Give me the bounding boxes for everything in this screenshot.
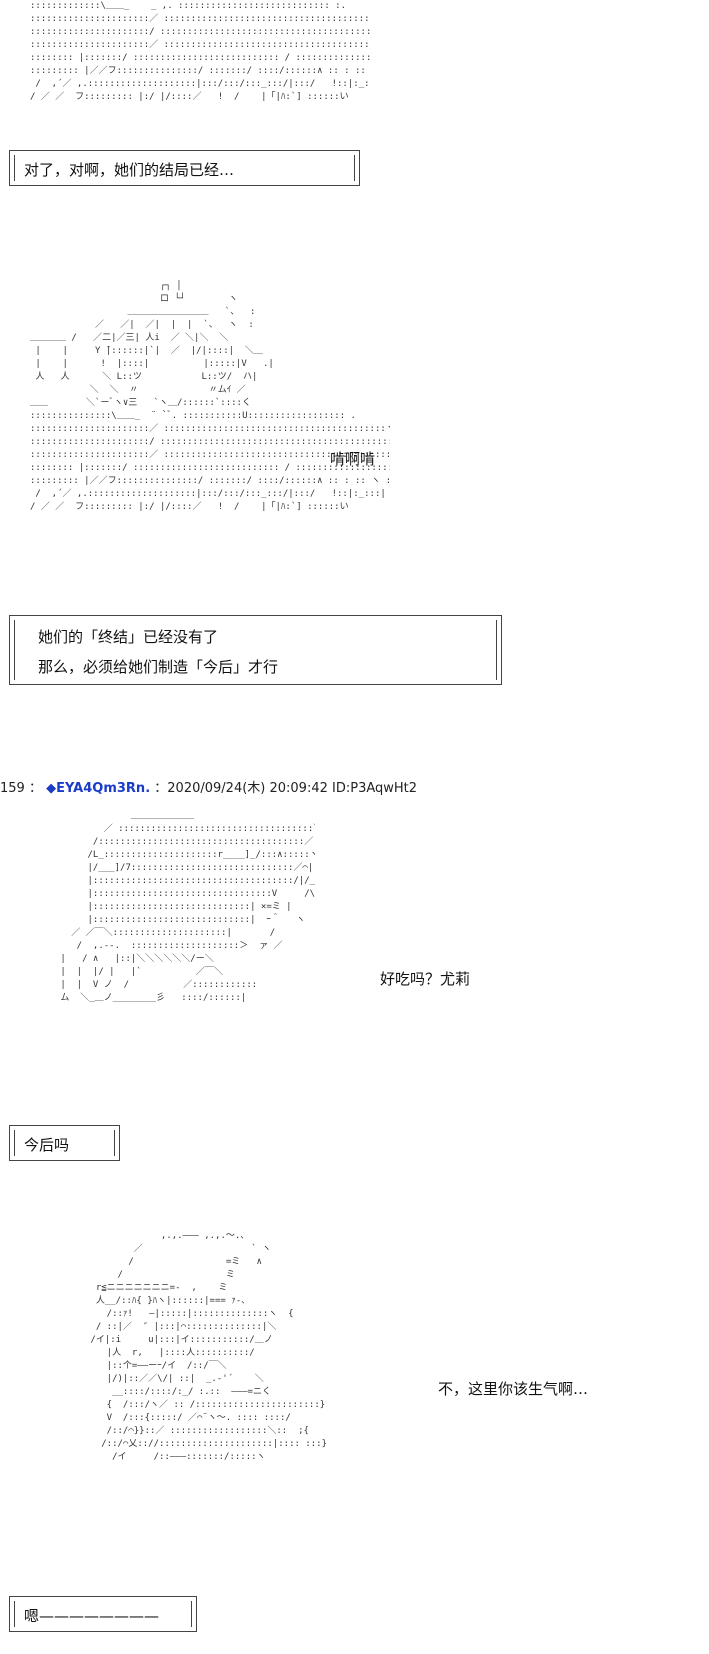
caption-text: 今后吗 <box>24 1136 70 1154</box>
ascii-art-scene1: :::::::::::::\＿＿_ _ ,. :::::::::::::::::… <box>30 1 370 102</box>
caption-text: 嗯———————— <box>24 1607 160 1625</box>
speech-scene3: 好吃吗？尤莉 <box>380 970 471 988</box>
caption-box-left-bar <box>14 155 15 181</box>
caption-box-scene2: 她们的「终结」已经没有了 那么，必须给她们制造「今后」才行 <box>9 615 502 685</box>
caption-text-line-2: 那么，必须给她们制造「今后」才行 <box>38 658 279 676</box>
post-header: 159 ： ◆EYA4Qm3Rn. ：2020/09/24(木) 20:09:4… <box>0 777 417 796</box>
post-number: 159 <box>0 781 25 796</box>
post-trip[interactable]: EYA4Qm3Rn. <box>56 781 151 796</box>
ascii-art-scene2: ┌┐ │ ロ └┘ ヽ ＿＿＿＿＿＿＿＿＿ `、 : ／ ／| ／| | | `… <box>30 281 390 512</box>
caption-box-scene3: 今后吗 <box>9 1125 120 1161</box>
caption-text-line-1: 她们的「终结」已经没有了 <box>38 628 219 646</box>
caption-box-left-bar <box>14 1601 15 1627</box>
post-separator: ： <box>28 781 42 796</box>
diamond-icon: ◆ <box>46 781 57 796</box>
caption-box-left-bar <box>14 620 15 680</box>
caption-text: 对了，对啊，她们的结局已经… <box>24 161 235 179</box>
ascii-art-scene4: ,.,.――― ,.,.〜.、 ／ ` ヽ / =ミ ∧ / ミ r≦ニニニニニ… <box>90 1231 327 1462</box>
caption-box-scene1: 对了，对啊，她们的结局已经… <box>9 150 360 186</box>
speech-scene4: 不，这里你该生气啊… <box>438 1380 589 1398</box>
speech-scene2: 啃啊啃 <box>330 450 376 468</box>
post-id: ID:P3AqwHt2 <box>332 781 418 796</box>
post-datetime: ：2020/09/24(木) 20:09:42 <box>154 781 328 796</box>
caption-box-right-bar <box>496 620 497 680</box>
caption-box-right-bar <box>354 155 355 181</box>
ascii-art-scene3: ＿＿＿＿＿＿＿ ／ ::::::::::::::::::::::::::::::… <box>60 811 315 1003</box>
caption-box-left-bar <box>14 1130 15 1156</box>
caption-box-right-bar <box>114 1130 115 1156</box>
caption-box-scene4: 嗯———————— <box>9 1596 197 1632</box>
caption-box-right-bar <box>191 1601 192 1627</box>
